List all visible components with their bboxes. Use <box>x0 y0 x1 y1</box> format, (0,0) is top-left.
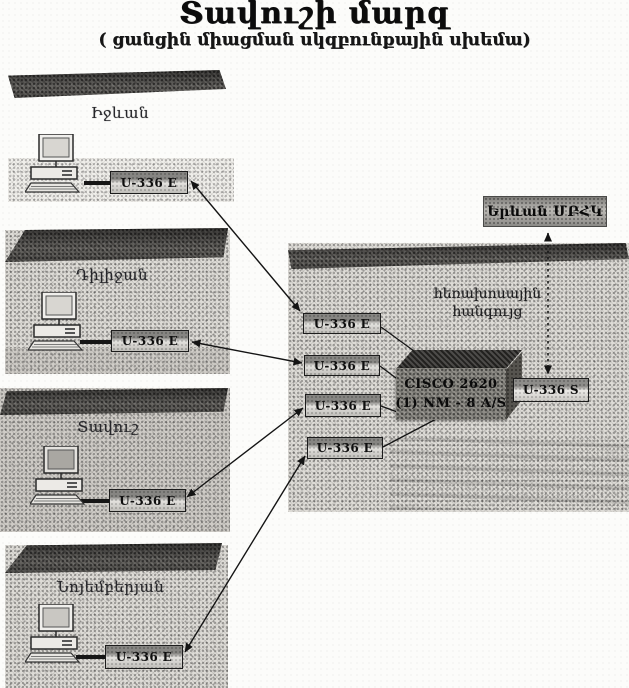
computer-icon <box>28 445 98 510</box>
router-cisco-2620: CISCO 2620 (1) NM - 8 A/S <box>395 368 507 420</box>
hub-modem-2: U-336 E <box>304 355 380 376</box>
modem-uplink-label: U-336 S <box>523 383 579 397</box>
router-top-face <box>396 350 522 369</box>
modem-site1: U-336 E <box>110 171 188 194</box>
link-site2-hub <box>191 339 303 366</box>
modem-site3: U-336 E <box>109 489 186 512</box>
hub-modem-3-label: U-336 E <box>314 398 372 413</box>
remote-center-yerevan: Երևան ՄԲՀԿ <box>483 196 607 227</box>
hub-modem-4-label: U-336 E <box>316 441 374 455</box>
hub-modem-1-label: U-336 E <box>313 316 371 331</box>
site-label-dilijan: Դիլիջան <box>75 266 148 284</box>
hub-lower-streaks <box>390 438 629 510</box>
hub-label-line2: հանգույց <box>452 304 523 320</box>
hub-modem-3: U-336 E <box>305 394 381 417</box>
site-label-ijevan: Իջևան <box>90 104 150 122</box>
hub-label: հեռախոսային հանգույց <box>405 285 570 321</box>
computer-icon <box>26 291 96 356</box>
link-site1-hub <box>190 180 301 312</box>
site-label-noyemberyan: Նոյեմբերյան <box>56 578 165 596</box>
modem-site4: U-336 E <box>105 645 183 669</box>
remote-center-label: Երևան ՄԲՀԿ <box>487 203 603 220</box>
modem-site3-label: U-336 E <box>119 493 176 508</box>
site-label-tavush: Տավուշ <box>77 418 139 436</box>
hub-modem-1: U-336 E <box>303 313 381 334</box>
modem-site4-label: U-336 E <box>115 650 173 664</box>
link-hubmodem4-router <box>382 416 441 448</box>
modem-site1-label: U-336 E <box>120 175 178 190</box>
hub-label-line1: հեռախոսային <box>433 286 542 302</box>
router-model-label: CISCO 2620 <box>404 377 498 392</box>
link-site4-hub <box>184 455 306 653</box>
hub-modem-2-label: U-336 E <box>313 358 371 373</box>
router-module-label: (1) NM - 8 A/S <box>395 396 507 411</box>
site1-top-band <box>8 70 226 98</box>
computer-icon <box>23 133 93 198</box>
computer-icon <box>23 603 93 668</box>
link-site3-hub <box>186 407 304 498</box>
modem-site2-label: U-336 E <box>121 334 179 348</box>
page-subtitle: ( ցանցին միացման սկզբունքային սխեմա) <box>98 30 531 50</box>
modem-uplink: U-336 S <box>513 378 589 402</box>
modem-site2: U-336 E <box>111 330 189 352</box>
page-title: Տավուշի մարզ <box>179 0 450 31</box>
hub-modem-4: U-336 E <box>307 437 383 459</box>
